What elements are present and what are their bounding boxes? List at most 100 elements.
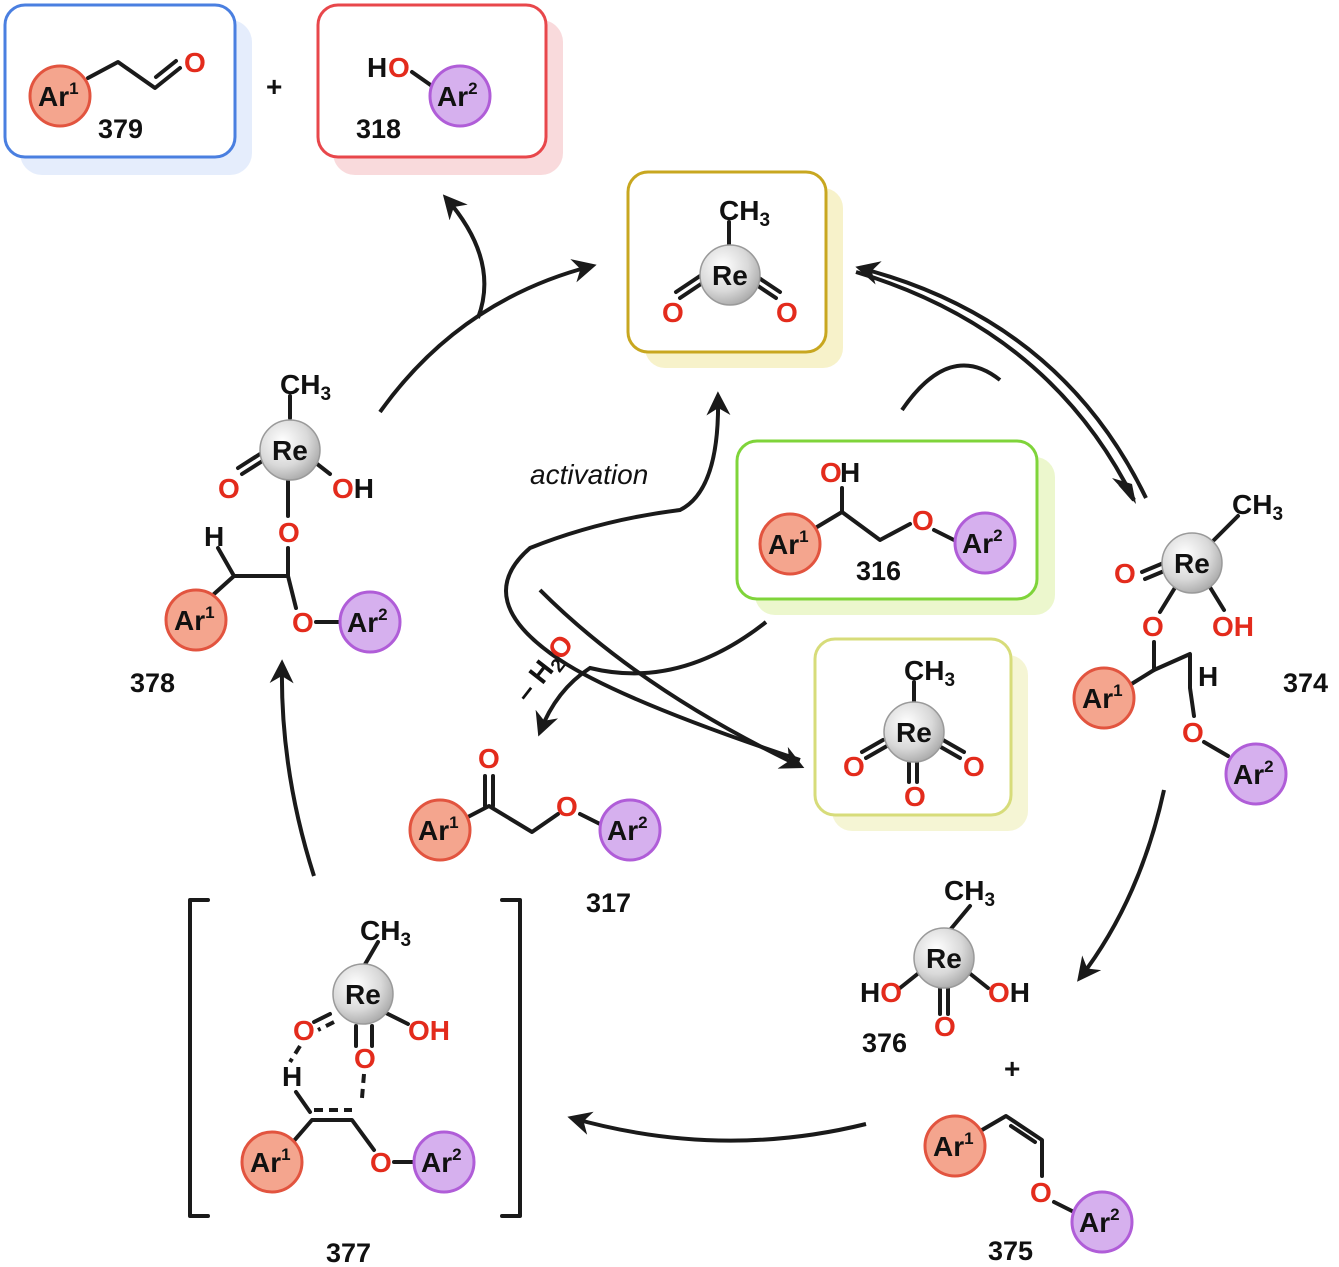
svg-text:O: O <box>843 751 865 782</box>
svg-text:O: O <box>1182 717 1204 748</box>
svg-text:O: O <box>370 1147 392 1178</box>
svg-text:Ar1: Ar1 <box>38 79 79 112</box>
aryl-1-ring <box>1072 666 1136 730</box>
svg-text:O: O <box>1142 611 1164 642</box>
aryl-2-ring <box>1224 742 1288 806</box>
svg-text:O: O <box>662 297 684 328</box>
svg-text:316: 316 <box>856 556 901 586</box>
svg-text:Ar2: Ar2 <box>421 1145 462 1178</box>
right-bracket <box>500 898 522 1218</box>
aryl-2-ring <box>598 798 662 862</box>
aryl-1-ring <box>758 512 822 576</box>
aryl-1-ring <box>923 1114 987 1178</box>
svg-text:H: H <box>282 1061 302 1092</box>
aryl-2-ring <box>428 64 492 128</box>
rhenium-atom <box>259 419 321 481</box>
svg-text:Ar2: Ar2 <box>1233 757 1274 790</box>
compound-316: O H O Ar1 Ar2 316 <box>758 457 1017 586</box>
svg-text:Ar1: Ar1 <box>768 527 809 560</box>
equilibrium-forward <box>855 270 1136 501</box>
svg-text:318: 318 <box>356 114 401 144</box>
svg-text:375: 375 <box>988 1236 1033 1266</box>
svg-text:O: O <box>820 457 842 488</box>
svg-text:O: O <box>184 47 206 78</box>
svg-text:Re: Re <box>272 435 308 466</box>
activation-arrow <box>504 391 801 762</box>
svg-text:Ar2: Ar2 <box>437 79 478 112</box>
aryl-2-ring <box>953 511 1017 575</box>
svg-text:O: O <box>278 517 300 548</box>
svg-text:O: O <box>218 473 240 504</box>
svg-text:O: O <box>904 781 926 812</box>
rhenium-atom <box>913 927 975 989</box>
svg-text:O: O <box>556 791 578 822</box>
aryl-2-ring <box>1070 1190 1134 1254</box>
aryl-2-ring <box>412 1130 476 1194</box>
dehydration-arrow <box>535 620 768 737</box>
svg-text:CH3: CH3 <box>1232 489 1283 525</box>
svg-text:Ar2: Ar2 <box>607 813 648 846</box>
rhenium-atom <box>1161 532 1223 594</box>
cycle-arrows <box>269 194 1166 1143</box>
arrow-to-377 <box>567 1111 867 1143</box>
compound-377: CH3 Re O OH O H O Ar1 Ar2 377 <box>188 898 522 1267</box>
svg-text:O: O <box>478 743 500 774</box>
svg-text:O: O <box>963 751 985 782</box>
svg-text:O: O <box>1030 1177 1052 1208</box>
svg-text:379: 379 <box>98 114 143 144</box>
rhenium-atom <box>883 701 945 763</box>
svg-text:377: 377 <box>326 1238 371 1267</box>
left-bracket <box>188 898 210 1218</box>
svg-text:CH3: CH3 <box>719 195 770 231</box>
svg-text:O: O <box>1114 558 1136 589</box>
plus-sign: + <box>1004 1053 1020 1084</box>
svg-text:OH: OH <box>408 1015 450 1046</box>
aryl-2-ring <box>338 590 402 654</box>
svg-text:Ar1: Ar1 <box>418 813 459 846</box>
activation-label: activation <box>530 459 648 490</box>
svg-text:H: H <box>367 52 387 83</box>
svg-text:317: 317 <box>586 888 631 918</box>
compound-375: O Ar1 Ar2 375 <box>923 1114 1134 1266</box>
svg-text:CH3: CH3 <box>944 875 995 911</box>
compound-379: O Ar1 379 <box>28 47 206 144</box>
svg-text:376: 376 <box>862 1028 907 1058</box>
svg-text:Re: Re <box>926 943 962 974</box>
arrow-to-catalyst <box>378 259 597 414</box>
svg-text:O: O <box>388 52 410 83</box>
svg-text:374: 374 <box>1283 668 1328 698</box>
svg-text:Re: Re <box>896 717 932 748</box>
svg-text:OH: OH <box>988 977 1030 1008</box>
svg-text:O: O <box>292 607 314 638</box>
arrow-to-376 <box>1077 789 1166 982</box>
aryl-1-ring <box>28 64 92 128</box>
svg-text:Ar1: Ar1 <box>250 1145 291 1178</box>
arrow-substrate-316 <box>900 363 1002 412</box>
svg-text:H: H <box>1198 661 1218 692</box>
svg-text:O: O <box>934 1011 956 1042</box>
svg-text:HO: HO <box>860 977 902 1008</box>
oxo-rhenium: CH3 Re O O O <box>843 655 985 812</box>
rhenium-atom <box>699 244 761 306</box>
arrow-to-378 <box>269 659 316 877</box>
catalyst-mto: CH3 Re O O <box>662 195 798 328</box>
svg-text:O: O <box>776 297 798 328</box>
svg-text:H: H <box>840 457 860 488</box>
svg-text:Re: Re <box>1174 548 1210 579</box>
svg-text:Ar2: Ar2 <box>962 526 1003 559</box>
svg-text:CH3: CH3 <box>904 655 955 691</box>
svg-text:Ar2: Ar2 <box>1079 1205 1120 1238</box>
svg-text:O: O <box>912 505 934 536</box>
svg-text:O: O <box>354 1043 376 1074</box>
compound-318: H O Ar2 318 <box>356 52 492 144</box>
arrow-to-products <box>442 194 487 319</box>
svg-text:OH: OH <box>332 473 374 504</box>
compound-374: CH3 Re O OH O H O Ar1 Ar2 374 <box>1072 489 1328 806</box>
rhenium-atom <box>332 963 394 1025</box>
aryl-1-ring <box>408 798 472 862</box>
svg-text:Ar1: Ar1 <box>174 603 215 636</box>
equilibrium-reverse <box>855 261 1148 499</box>
svg-text:378: 378 <box>130 668 175 698</box>
compound-376: CH3 Re HO OH O 376 <box>860 875 1030 1058</box>
svg-text:CH3: CH3 <box>360 915 411 951</box>
